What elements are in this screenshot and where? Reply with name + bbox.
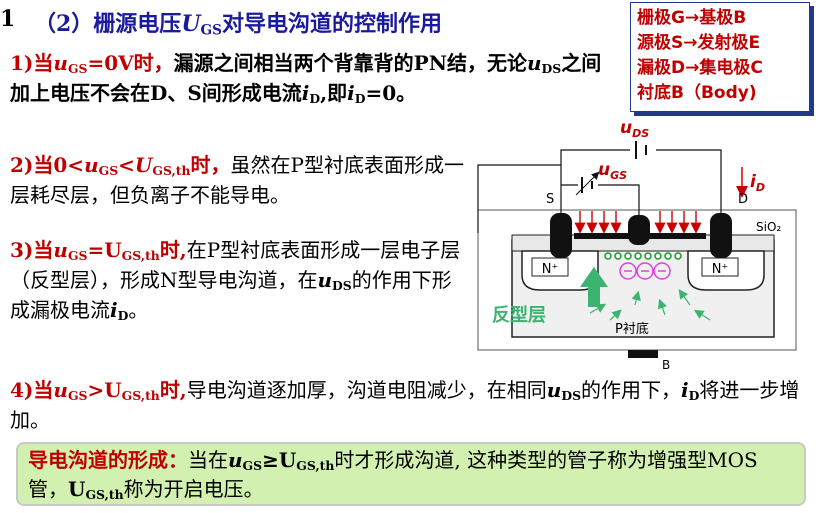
title-symbol: U bbox=[181, 11, 201, 37]
circuit-wires bbox=[477, 149, 722, 233]
battery-uds bbox=[635, 141, 647, 159]
n-plus-left-box bbox=[531, 257, 569, 277]
inversion-layer-label: 反型层 bbox=[492, 304, 546, 326]
case3-heading: 3)当uGS=UGS,th时, bbox=[10, 238, 187, 264]
section-title: （2）栅源电压UGS对导电沟道的控制作用 bbox=[34, 6, 442, 38]
source-contact bbox=[550, 213, 572, 258]
p-substrate-label: P衬底 bbox=[615, 321, 649, 337]
case2-heading: 2)当0<uGS<UGS,th时， bbox=[10, 153, 231, 179]
slide-number: 1 bbox=[0, 6, 16, 32]
legend-item-substrate: 衬底B（Body) bbox=[637, 83, 757, 103]
electron-drift-arrows bbox=[589, 289, 711, 321]
id-label: iD bbox=[750, 172, 765, 194]
terminal-mapping-box: 栅极G→基极B 源极S→发射极E 漏极D→集电极C 衬底B（Body) bbox=[630, 2, 810, 112]
body-terminal-label: B bbox=[662, 358, 670, 372]
legend-item-drain: 漏极D→集电极C bbox=[637, 58, 763, 78]
electric-field-arrows bbox=[574, 211, 702, 234]
paragraph-case-3: 3)当uGS=UGS,th时,在P型衬底表面形成一层电子层（反型层），形成N型导… bbox=[10, 238, 461, 324]
paragraph-case-2: 2)当0<uGS<UGS,th时，虽然在P型衬底表面形成一层耗尽层，但负离子不能… bbox=[10, 153, 464, 207]
battery-ugs bbox=[575, 171, 600, 196]
drain-contact bbox=[710, 213, 732, 258]
title-subscript: GS bbox=[200, 22, 222, 39]
ugs-label: uGS bbox=[598, 160, 627, 182]
title-suffix: 对导电沟道的控制作用 bbox=[221, 11, 442, 37]
paragraph-case-1: 1)当uGS=0V时，漏源之间相当两个背靠背的PN结，无论uDS之间加上电压不会… bbox=[10, 51, 602, 107]
summary-label: 导电沟道的形成： bbox=[28, 448, 188, 472]
gate-plate bbox=[574, 233, 706, 239]
legend-item-gate: 栅极G→基极B bbox=[637, 8, 747, 28]
gate-contact bbox=[628, 215, 650, 245]
inversion-electrons bbox=[604, 252, 682, 260]
source-terminal-label: S bbox=[546, 192, 554, 207]
inversion-layer-pointer bbox=[580, 267, 608, 307]
paragraph-case-4: 4)当uGS>UGS,th时,导电沟道逐加厚，沟道电阻减少，在相同uDS的作用下… bbox=[10, 378, 800, 432]
sio2-label: SiO₂ bbox=[756, 220, 781, 234]
drain-terminal-label: D bbox=[738, 192, 748, 207]
uds-label: uDS bbox=[620, 118, 649, 140]
summary-box: 导电沟道的形成：当在uGS≥UGS,th时才形成沟道, 这种类型的管子称为增强型… bbox=[16, 442, 806, 506]
case4-heading: 4)当uGS>UGS,th时, bbox=[10, 378, 187, 404]
negative-ions bbox=[619, 262, 671, 280]
body-contact bbox=[628, 350, 658, 358]
case1-heading: 1)当uGS=0V时， bbox=[10, 51, 174, 77]
legend-item-source: 源极S→发射极E bbox=[637, 33, 761, 53]
title-prefix: （2）栅源电压 bbox=[34, 11, 182, 37]
n-plus-left-label: N⁺ bbox=[542, 262, 559, 277]
nmos-structure-diagram: N⁺ N⁺ bbox=[477, 118, 797, 372]
n-plus-right-label: N⁺ bbox=[712, 262, 729, 277]
